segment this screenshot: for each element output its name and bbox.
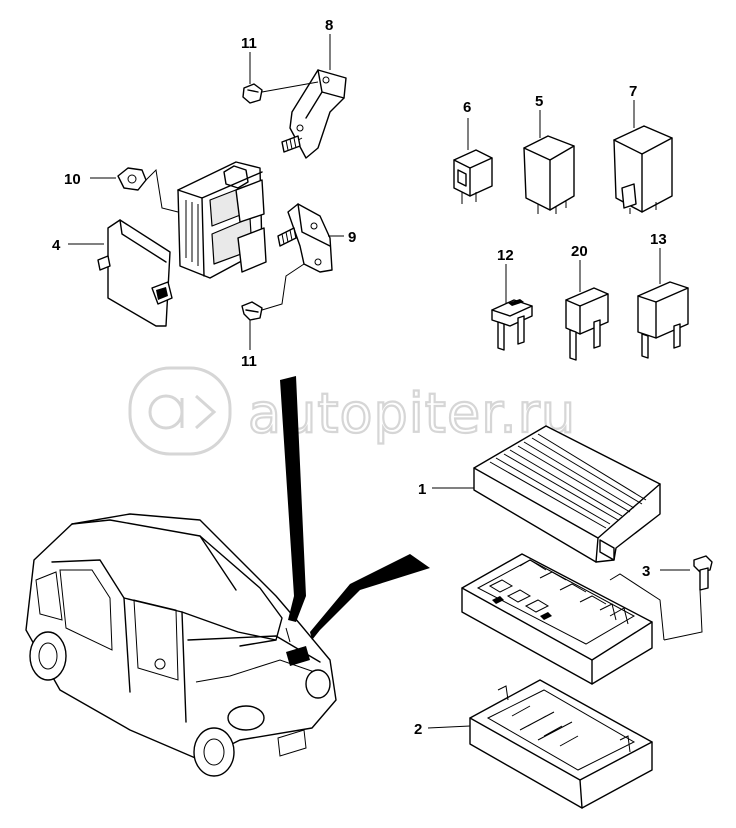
callout-5: 5 — [535, 93, 543, 110]
watermark: autopiter.ru — [128, 366, 576, 456]
part-8-bracket — [261, 69, 347, 159]
callout-8: 8 — [325, 17, 333, 34]
car-illustration — [25, 376, 430, 777]
part-11-bolt-top — [242, 83, 263, 104]
part-1-fuse-box-lid — [473, 425, 661, 563]
part-7-relay-large — [613, 125, 673, 214]
autopiter-logo-icon — [128, 366, 232, 456]
part-13-fuse-maxi — [637, 281, 689, 359]
part-11-bolt-bottom — [241, 301, 263, 321]
callout-2: 2 — [414, 721, 422, 738]
part-4-cover — [97, 219, 173, 327]
callout-13: 13 — [650, 231, 667, 248]
part-3-bolt — [693, 555, 713, 591]
callout-6: 6 — [463, 99, 471, 116]
callout-labels: 11 8 10 4 9 11 6 5 7 12 20 13 1 3 2 — [52, 17, 667, 738]
part-6-relay-small — [453, 149, 493, 204]
callout-12: 12 — [497, 247, 514, 264]
part-9-bracket — [261, 203, 333, 311]
fuse-box-base — [461, 553, 703, 685]
part-10-nut — [117, 167, 179, 213]
callout-11-top: 11 — [241, 35, 257, 52]
part-12-fuse-mini — [491, 299, 533, 351]
part-5-relay — [523, 135, 575, 214]
stud — [281, 135, 301, 153]
watermark-text: autopiter.ru — [248, 382, 576, 445]
callout-7: 7 — [629, 83, 637, 100]
part-20-fuse — [565, 287, 609, 361]
callout-10: 10 — [64, 171, 81, 188]
leader-lines — [68, 34, 690, 729]
callout-9: 9 — [348, 229, 356, 246]
relay-holder-block — [177, 161, 267, 279]
callout-1: 1 — [418, 481, 426, 498]
callout-20: 20 — [571, 243, 588, 260]
part-2-lower-tray — [469, 679, 653, 809]
callout-11-bottom: 11 — [241, 353, 257, 370]
callout-4: 4 — [52, 237, 61, 254]
callout-3: 3 — [642, 563, 650, 580]
